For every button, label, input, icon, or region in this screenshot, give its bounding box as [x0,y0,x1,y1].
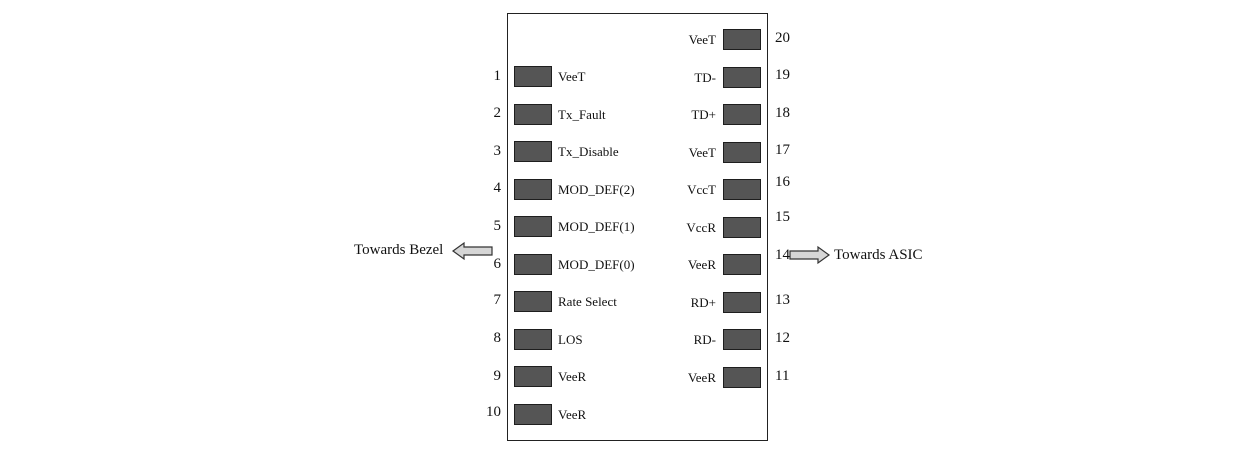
pin-number-left: 6 [493,256,502,272]
contact-pad-left [514,141,552,162]
pin-signal-label-right: VeeT [688,145,716,160]
pin-signal-label-right: RD+ [690,295,716,310]
pin-number-right: 12 [775,330,790,346]
pin-signal-label-left: VeeT [558,69,586,84]
pin-number-right: 17 [775,142,790,158]
pin-number-left: 8 [493,330,502,346]
pin-number-right: 16 [775,174,790,190]
pin-signal-label-left: Tx_Disable [558,144,619,159]
contact-pad-left [514,329,552,350]
towards-asic-label: Towards ASIC [834,247,923,263]
pin-signal-label-left: Tx_Fault [558,107,606,122]
arrow-right-icon [789,245,831,265]
pin-number-left: 5 [493,218,502,234]
contact-pad-right [723,104,761,125]
pin-number-left: 1 [493,68,502,84]
pin-number-left: 3 [493,143,502,159]
pin-signal-label-left: VeeR [558,407,587,422]
contact-pad-right [723,142,761,163]
pin-signal-label-right: VccT [687,182,716,197]
pin-number-right: 13 [775,292,790,308]
contact-pad-left [514,404,552,425]
contact-pad-right [723,367,761,388]
pin-signal-label-right: VeeR [687,257,716,272]
pin-number-left: 4 [493,180,502,196]
pin-signal-label-left: MOD_DEF(2) [558,182,635,197]
contact-pad-left [514,254,552,275]
contact-pad-left [514,66,552,87]
pin-signal-label-left: MOD_DEF(0) [558,257,635,272]
pin-number-right: 14 [775,247,790,263]
pin-signal-label-left: VeeR [558,369,587,384]
pin-number-left: 9 [493,368,502,384]
pin-number-right: 15 [775,209,790,225]
pin-signal-label-right: RD- [693,332,716,347]
contact-pad-left [514,291,552,312]
contact-pad-right [723,254,761,275]
arrow-left-icon [451,241,493,261]
pin-signal-label-left: Rate Select [558,294,617,309]
pin-number-right: 19 [775,67,790,83]
contact-pad-left [514,216,552,237]
pin-number-left: 10 [486,404,501,420]
contact-pad-right [723,292,761,313]
pin-signal-label-left: MOD_DEF(1) [558,219,635,234]
pin-number-right: 20 [775,30,790,46]
pin-number-right: 11 [775,368,790,384]
pin-number-right: 18 [775,105,790,121]
contact-pad-right [723,179,761,200]
contact-pad-right [723,29,761,50]
pin-signal-label-right: TD- [694,70,716,85]
contact-pad-left [514,366,552,387]
pin-signal-label-right: TD+ [691,107,716,122]
pin-signal-label-left: LOS [558,332,583,347]
contact-pad-right [723,329,761,350]
towards-bezel-label: Towards Bezel [354,242,444,258]
pin-signal-label-right: VccR [686,220,716,235]
pin-number-left: 2 [493,105,502,121]
contact-pad-left [514,179,552,200]
contact-pad-right [723,217,761,238]
contact-pad-right [723,67,761,88]
pin-number-left: 7 [493,292,502,308]
contact-pad-left [514,104,552,125]
pin-signal-label-right: VeeT [688,32,716,47]
pin-signal-label-right: VeeR [687,370,716,385]
